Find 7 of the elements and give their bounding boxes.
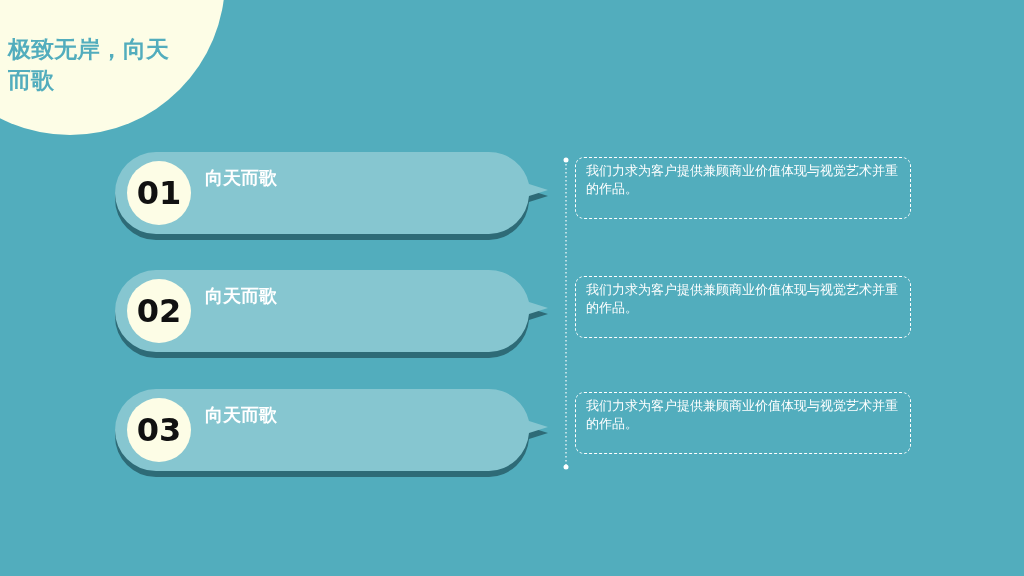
description-text: 我们力求为客户提供兼顾商业价值体现与视觉艺术并重的作品。: [575, 276, 911, 338]
heading: 向天而歌: [205, 403, 277, 427]
heading: 向天而歌: [205, 166, 277, 190]
heading: 向天而歌: [205, 284, 277, 308]
slide-title: 极致无岸，向天而歌: [8, 35, 170, 95]
description-text: 我们力求为客户提供兼顾商业价值体现与视觉艺术并重的作品。: [575, 392, 911, 454]
description-text: 我们力求为客户提供兼顾商业价值体现与视觉艺术并重的作品。: [575, 157, 911, 219]
